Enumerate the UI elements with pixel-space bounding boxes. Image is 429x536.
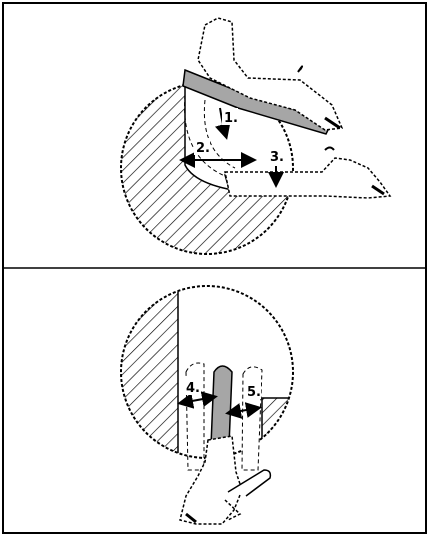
arrow-step-5 <box>225 402 262 419</box>
top-panel: 1. 2. 3. <box>120 17 392 255</box>
step-label: 4. <box>186 381 200 396</box>
previous-position-outline <box>184 94 231 179</box>
arrow-step-4 <box>177 391 218 409</box>
step-label: 5. <box>247 385 261 400</box>
previous-position-outline <box>185 362 205 471</box>
bottom-panel: 4. 5. <box>120 285 294 525</box>
step-label: 1. <box>224 111 238 126</box>
step-label: 2. <box>196 141 210 156</box>
chainsaw-icon <box>182 17 344 135</box>
step-label: 3. <box>270 150 284 165</box>
